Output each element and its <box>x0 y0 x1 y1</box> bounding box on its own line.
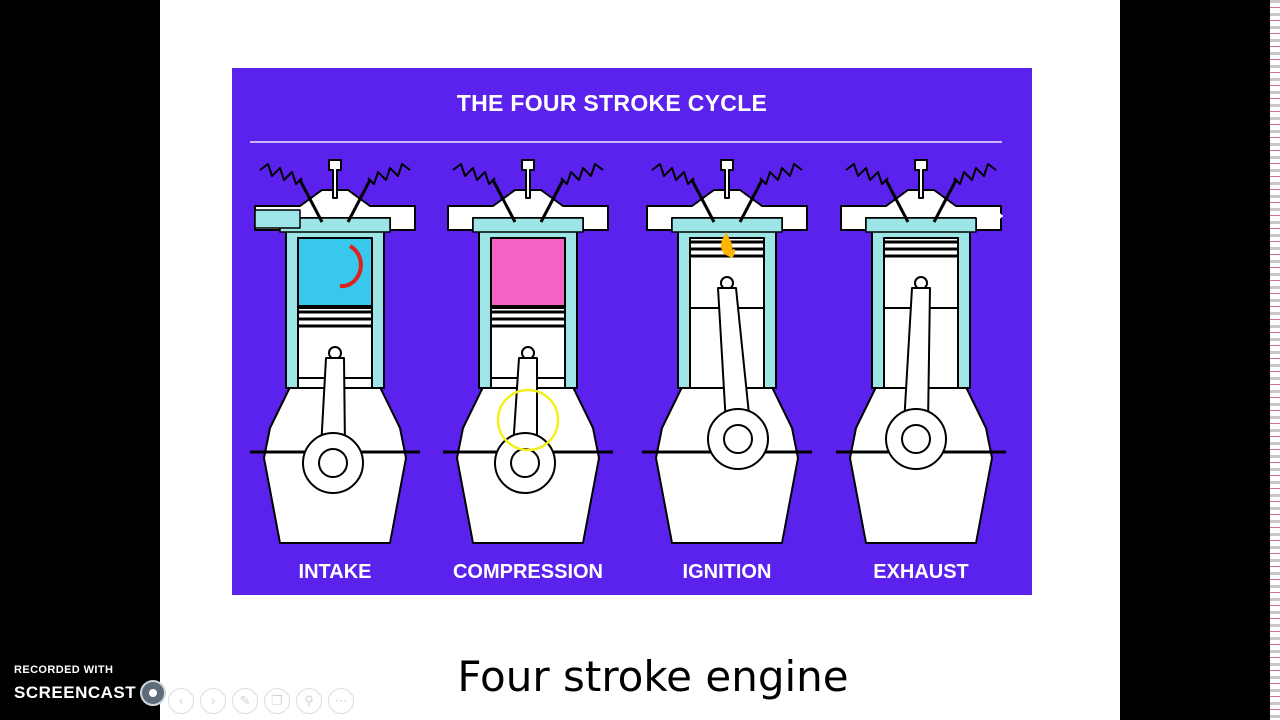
cursor-highlight <box>496 388 560 452</box>
player-controls: ‹ › ✎ ❐ ⚲ ⋯ <box>168 688 354 714</box>
valve-spring-right <box>367 163 411 185</box>
stroke-label-intake: INTAKE <box>298 561 372 583</box>
valve-spring-right <box>759 163 803 185</box>
flow-arrow-icon <box>339 244 363 289</box>
valve-spring-left <box>259 163 303 185</box>
more-icon[interactable]: ⋯ <box>328 688 354 714</box>
diagram-title: THE FOUR STROKE CYCLE <box>456 90 768 116</box>
valve-spring-left <box>845 163 889 185</box>
stroke-label-exhaust: EXHAUST <box>873 561 969 583</box>
valve-stem-right <box>539 179 565 223</box>
four-stroke-diagram: THE FOUR STROKE CYCLE INTAKE COMPRESSION… <box>232 68 1032 595</box>
spark-plug <box>914 159 928 199</box>
valve-stem-right <box>346 179 372 223</box>
copy-icon[interactable]: ❐ <box>264 688 290 714</box>
zoom-icon[interactable]: ⚲ <box>296 688 322 714</box>
engine-drawing <box>443 159 613 544</box>
watermark-brand-left: SCREENCAST <box>14 683 137 702</box>
exhaust-arrow-icon <box>976 208 1004 224</box>
engine-drawing <box>642 159 812 544</box>
valve-spring-left <box>651 163 695 185</box>
valve-stem-left <box>298 179 324 223</box>
stroke-label-ignition: IGNITION <box>682 561 772 583</box>
valve-stem-right <box>932 179 958 223</box>
intake-port <box>254 209 301 229</box>
stroke-label-compression: COMPRESSION <box>452 561 604 583</box>
pencil-icon[interactable]: ✎ <box>232 688 258 714</box>
spark-plug <box>720 159 734 199</box>
spark-plug <box>328 159 342 199</box>
slide-caption: Four stroke engine <box>457 652 849 701</box>
engine-drawing <box>836 159 1006 544</box>
valve-stem-left <box>491 179 517 223</box>
engine-exhaust: EXHAUST <box>826 158 1016 583</box>
title-divider <box>250 141 1002 143</box>
slide: THE FOUR STROKE CYCLE INTAKE COMPRESSION… <box>160 0 1120 720</box>
spark-plug <box>521 159 535 199</box>
screencast-logo-icon <box>140 680 167 706</box>
valve-spring-right <box>560 163 604 185</box>
valve-spring-left <box>452 163 496 185</box>
back-icon[interactable]: ‹ <box>168 688 194 714</box>
valve-spring-right <box>953 163 997 185</box>
window-edge <box>1270 0 1280 720</box>
valve-stem-left <box>884 179 910 223</box>
engine-ignition: IGNITION <box>632 158 822 583</box>
engine-compression: COMPRESSION <box>433 158 623 583</box>
watermark-line: RECORDED WITH <box>14 664 114 676</box>
forward-icon[interactable]: › <box>200 688 226 714</box>
engine-intake: INTAKE <box>240 158 430 583</box>
flame-icon <box>720 232 735 258</box>
valve-stem-left <box>690 179 716 223</box>
engine-drawing <box>250 159 420 544</box>
valve-stem-right <box>738 179 764 223</box>
combustion-chamber <box>490 237 566 307</box>
